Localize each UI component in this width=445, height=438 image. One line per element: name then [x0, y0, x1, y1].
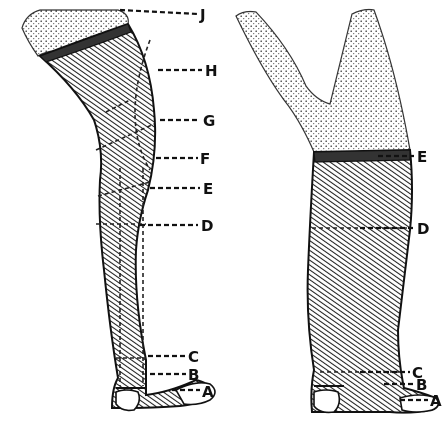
left-label-j: J	[199, 6, 206, 24]
left-label-f: F	[200, 150, 210, 168]
left-label-b: B	[188, 366, 199, 384]
left-label-g: G	[203, 112, 215, 130]
left-heel-opening	[116, 390, 139, 410]
left-leg: J H G F E D C B A	[22, 6, 218, 410]
left-label-e: E	[203, 180, 213, 198]
right-label-a: A	[430, 392, 442, 410]
right-leg: E D C B A	[236, 10, 442, 413]
left-label-h: H	[205, 62, 218, 80]
left-label-a: A	[202, 383, 214, 401]
left-label-c: C	[188, 348, 199, 366]
right-label-d: D	[417, 220, 429, 238]
right-label-b: B	[416, 376, 427, 394]
right-label-e: E	[417, 148, 427, 166]
left-label-d: D	[201, 217, 213, 235]
right-heel-opening	[314, 390, 339, 412]
left-stocking	[40, 24, 211, 408]
right-thigh-skin	[236, 10, 410, 153]
left-leader-j	[120, 10, 198, 14]
